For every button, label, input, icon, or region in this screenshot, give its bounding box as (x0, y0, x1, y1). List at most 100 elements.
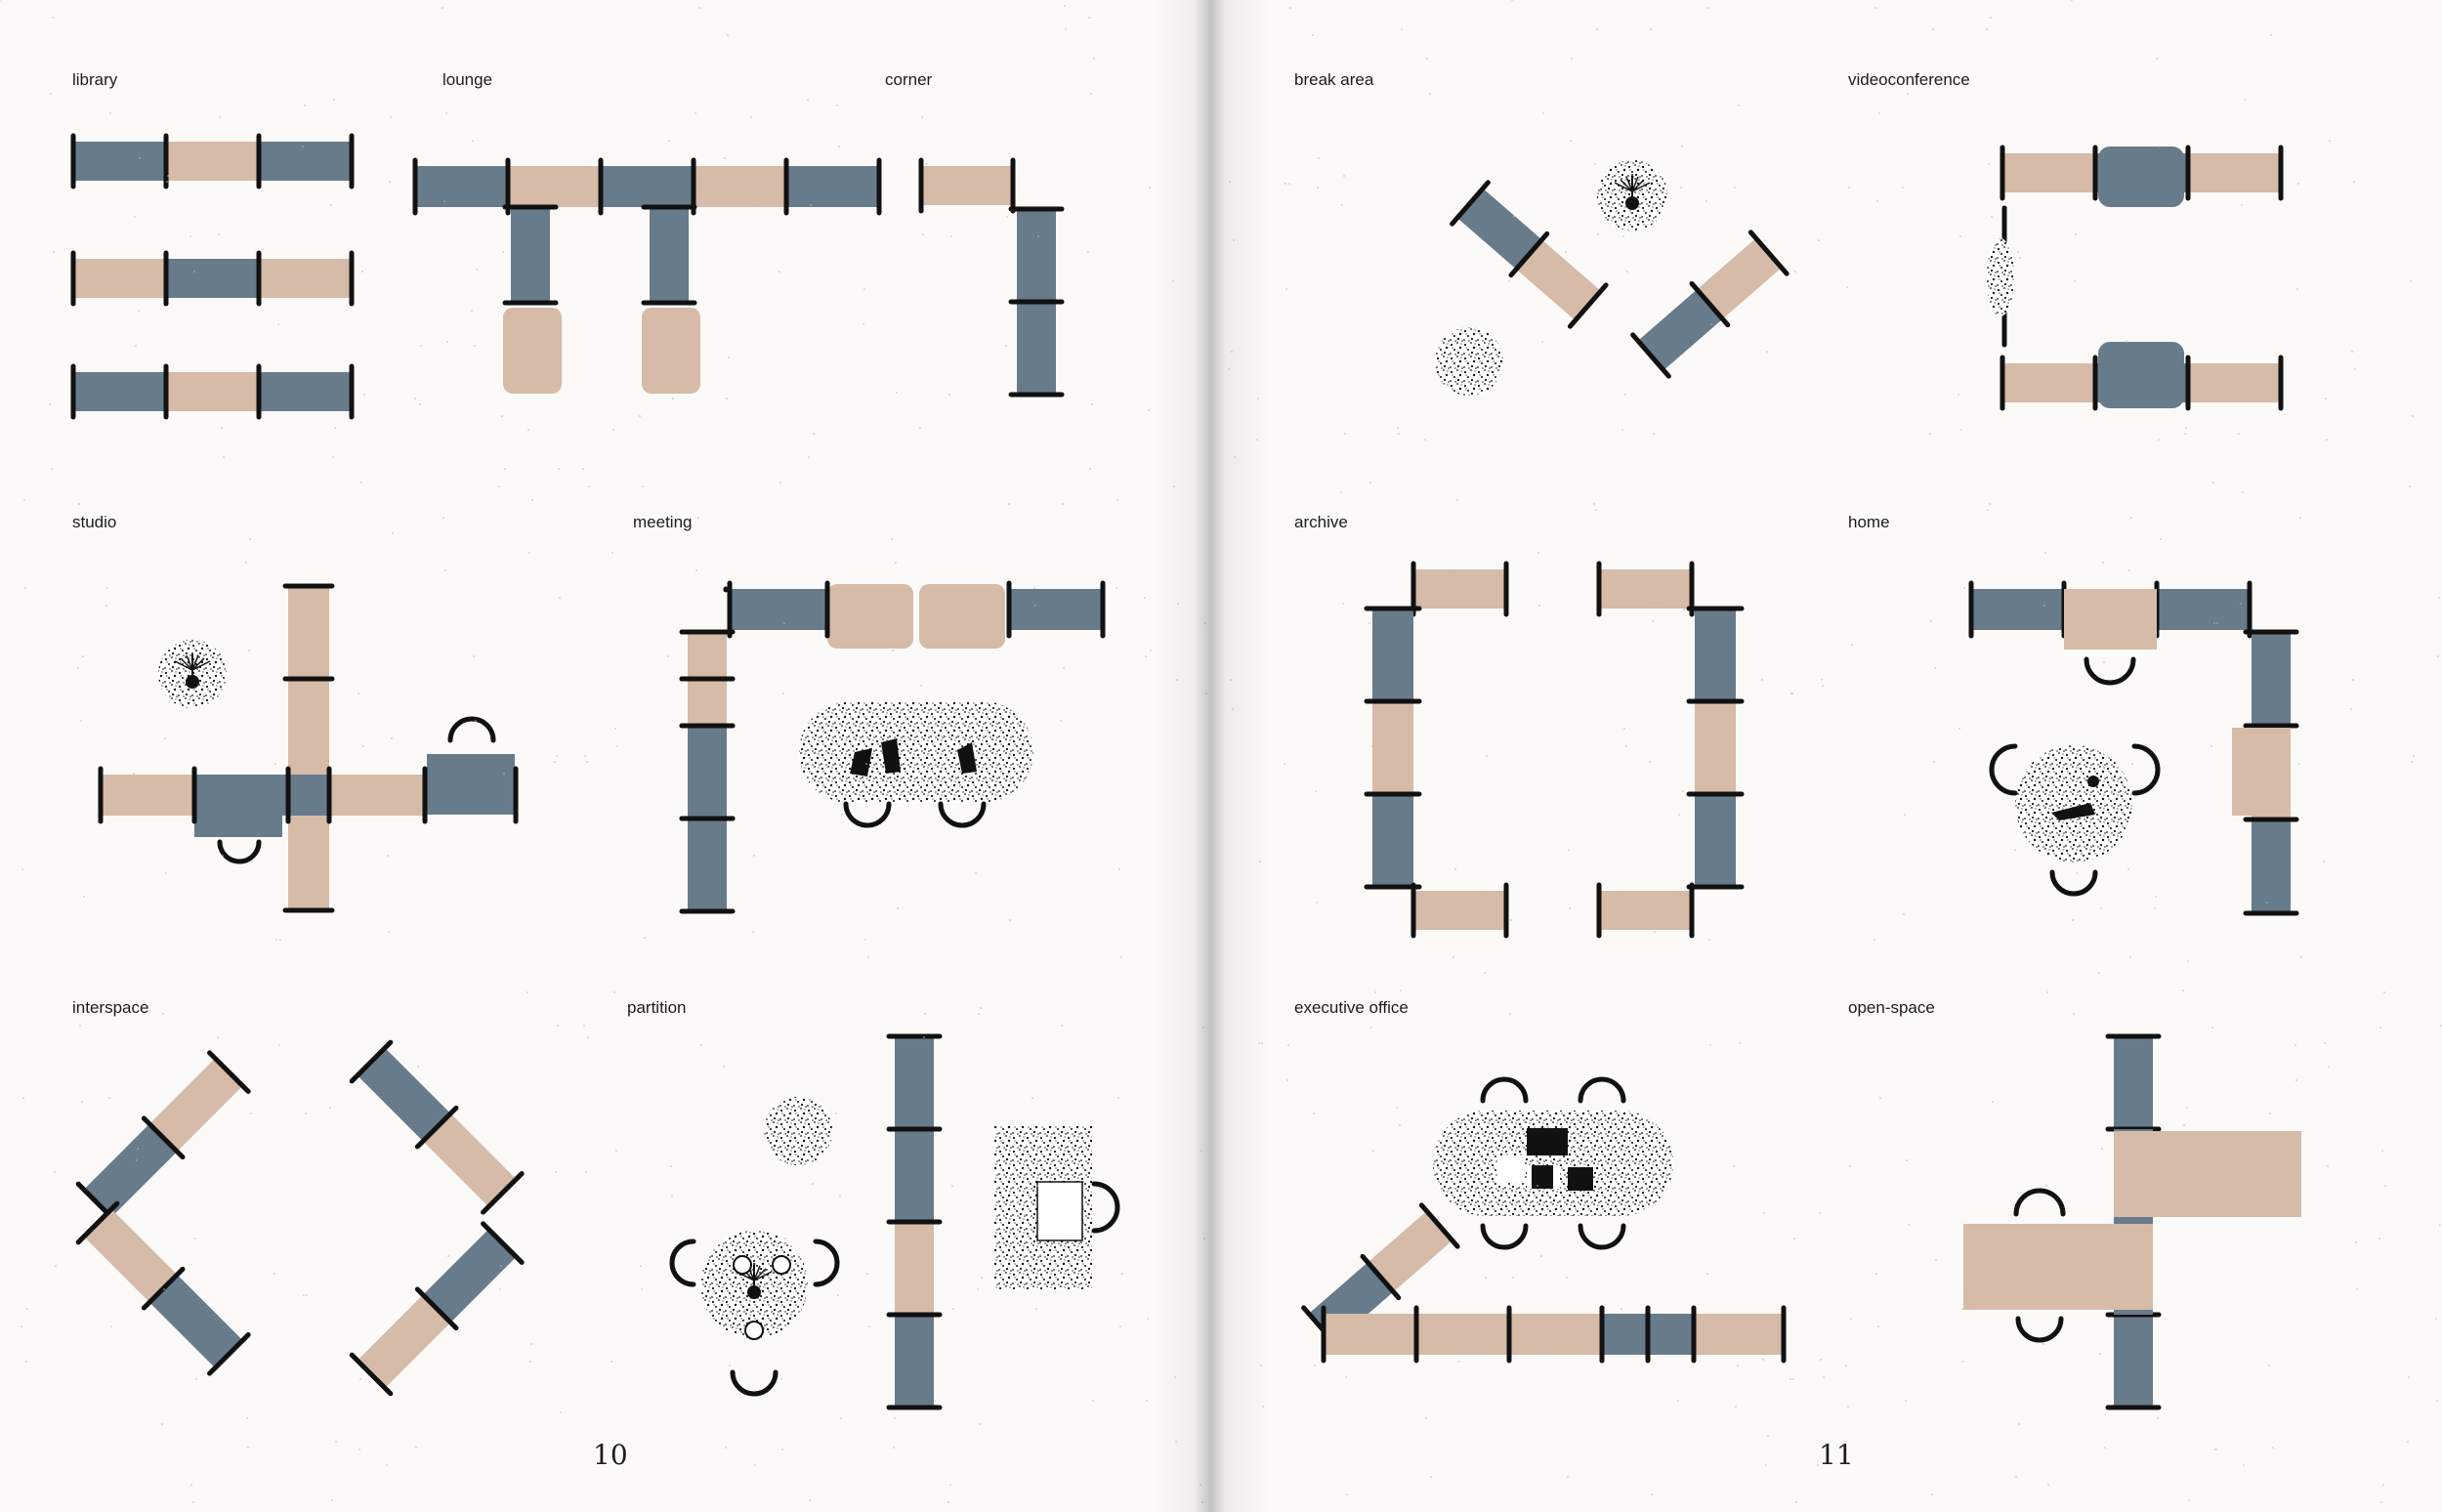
paper-speckle (1424, 439, 1426, 441)
paper-speckle (2043, 605, 2045, 607)
paper-speckle (499, 1288, 501, 1290)
paper-speckle (865, 763, 867, 765)
partition-panel (149, 1275, 243, 1368)
studio-panel (101, 775, 194, 816)
paper-speckle (641, 1288, 643, 1290)
paper-speckle (1400, 989, 1402, 991)
paper-speckle (1149, 187, 1151, 189)
panel-connector (75, 1200, 120, 1245)
paper-speckle (1706, 1273, 1708, 1275)
paper-speckle (2076, 872, 2078, 874)
paper-speckle (472, 140, 474, 142)
paper-speckle (53, 251, 55, 253)
paper-speckle (2299, 517, 2301, 519)
paper-speckle (1935, 1259, 1937, 1261)
paper-speckle (83, 896, 85, 898)
paper-speckle (1512, 1277, 1514, 1279)
chair-icon (1480, 1076, 1529, 1104)
paper-speckle (2300, 956, 2302, 958)
paper-speckle (1007, 773, 1009, 775)
paper-speckle (754, 1464, 756, 1466)
paper-speckle (274, 763, 276, 765)
chair-icon (1480, 1223, 1529, 1250)
paper-speckle (2182, 989, 2184, 991)
home-panel (2252, 632, 2291, 726)
paper-speckle (1343, 175, 1345, 177)
panel-connector (481, 1221, 525, 1265)
paper-speckle (756, 204, 758, 206)
paper-speckle (163, 1288, 165, 1290)
paper-speckle (1374, 991, 1376, 993)
paper-speckle (1116, 587, 1117, 589)
paper-speckle (2409, 485, 2411, 487)
paper-speckle (333, 99, 335, 101)
paper-speckle (639, 415, 641, 417)
panel-chain (349, 1039, 525, 1215)
plant-icon (1631, 179, 1645, 192)
side-table (1435, 327, 1503, 396)
paper-speckle (2352, 679, 2354, 681)
paper-speckle (975, 872, 977, 874)
paper-speckle (695, 112, 696, 114)
paper-speckle (2297, 183, 2299, 185)
panel-connector (207, 1332, 251, 1376)
chair-icon (669, 1239, 696, 1287)
paper-speckle (2014, 849, 2016, 851)
paper-speckle (250, 1113, 252, 1114)
paper-speckle (1765, 1464, 1767, 1466)
paper-speckle (1259, 861, 1261, 862)
paper-speckle (753, 855, 755, 857)
paper-speckle (49, 403, 51, 405)
paper-speckle (1174, 1376, 1176, 1378)
paper-speckle (1991, 216, 1993, 218)
paper-speckle (1851, 644, 1853, 646)
library-panel (73, 142, 166, 181)
paper-speckle (723, 1066, 725, 1068)
paper-speckle (1232, 708, 1234, 710)
paper-speckle (191, 394, 193, 396)
paper-speckle (54, 1171, 56, 1173)
executive-panel (1694, 1314, 1784, 1355)
paper-speckle (420, 345, 422, 347)
paper-speckle (2323, 861, 2325, 862)
paper-speckle (307, 650, 309, 651)
paper-speckle (2214, 1449, 2216, 1450)
paper-speckle (1485, 1277, 1487, 1279)
paper-speckle (1396, 1107, 1398, 1109)
chair-icon (813, 1239, 840, 1287)
paper-speckle (1681, 146, 1683, 147)
paper-speckle (2355, 1241, 2357, 1243)
paper-speckle (2411, 761, 2413, 763)
paper-speckle (306, 1294, 308, 1296)
paper-speckle (779, 482, 781, 483)
paper-speckle (811, 1107, 813, 1109)
chair-icon (1578, 1223, 1626, 1250)
panel-connector (349, 1352, 394, 1397)
paper-speckle (666, 345, 668, 347)
library-panel (73, 372, 166, 411)
paper-speckle (1878, 112, 1880, 114)
plant-icon (186, 675, 199, 689)
paper-speckle (77, 667, 79, 669)
paper-speckle (2211, 1027, 2213, 1029)
home-desk (2064, 589, 2157, 650)
paper-speckle (667, 655, 669, 657)
paper-speckle (1344, 433, 1346, 435)
paper-speckle (2379, 1238, 2380, 1239)
home-round-table (2015, 745, 2132, 862)
section-label-studio: studio (72, 513, 117, 531)
paper-speckle (923, 1036, 925, 1038)
paper-speckle (2070, 1277, 2072, 1279)
paper-speckle (2101, 1148, 2103, 1150)
paper-speckle (444, 569, 446, 571)
paper-speckle (443, 200, 445, 202)
paper-speckle (1148, 409, 1150, 411)
paper-speckle (1064, 5, 1066, 7)
videoconference-table (2098, 147, 2184, 207)
paper-speckle (1458, 1361, 1460, 1363)
partition-panel (895, 1315, 934, 1407)
paper-speckle (1258, 1042, 1260, 1044)
panel-connector (1689, 280, 1731, 328)
paper-speckle (558, 468, 560, 470)
